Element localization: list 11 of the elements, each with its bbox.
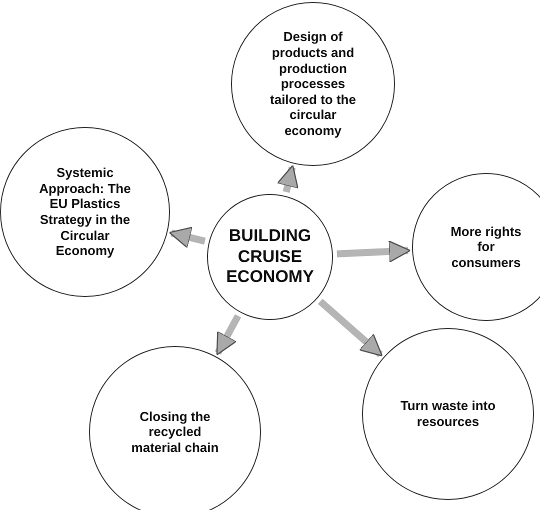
node-label: Turn waste into resources [399,398,497,430]
node-label: More rights for consumers [450,224,522,270]
node-label: Design of products and production processes tailored to the circular economy [269,29,357,139]
arrow [276,164,299,193]
arrow [336,240,411,263]
arrow [318,298,383,358]
node-label: Closing the recycled material chain [130,408,220,456]
node-label: BUILDING CRUISE ECONOMY [225,226,315,288]
arrow [168,226,206,248]
node-label: Systemic Approach: The EU Plastics Strategy in the Circular Economy [38,165,132,259]
arrow [214,314,242,356]
